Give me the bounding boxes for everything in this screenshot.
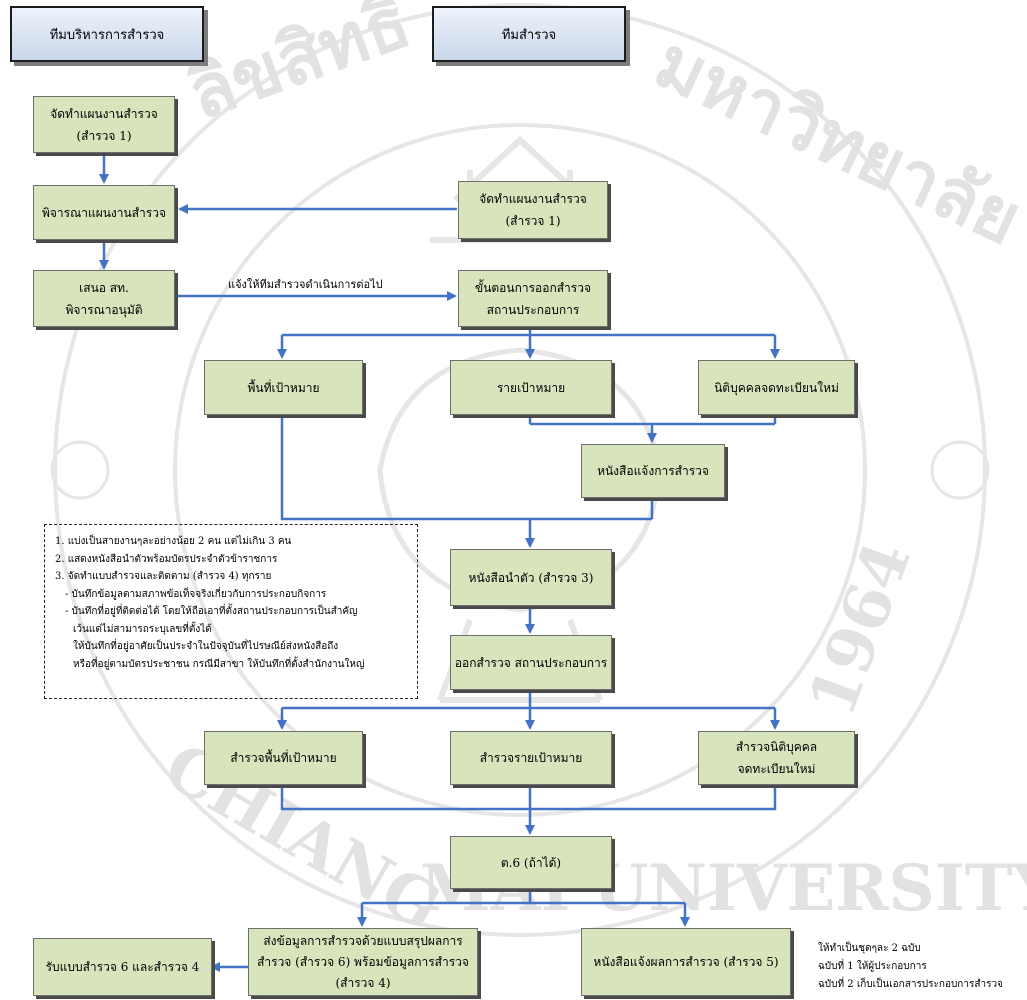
note-line: 1. แบ่งเป็นสายงานๆละอย่างน้อย 2 คน แต่ไม… bbox=[55, 536, 292, 547]
box-result-letter: หนังสือแจ้งผลการสำรวจ (สำรวจ 5) bbox=[581, 928, 791, 996]
copies-line: ให้ทำเป็นชุดๆละ 2 ฉบับ bbox=[818, 943, 921, 954]
box-consider-plan: พิจารณาแผนงานสำรวจ bbox=[33, 185, 175, 240]
box-survey-list: สำรวจรายเป้าหมาย bbox=[450, 731, 612, 785]
header-admin-team-label: ทีมบริหารการสำรวจ bbox=[49, 27, 165, 43]
box-line: หนังสือนำตัว (สำรวจ 3) bbox=[468, 570, 594, 585]
box-plan-right: จัดทำแผนงานสำรวจ (สำรวจ 1) bbox=[458, 181, 608, 239]
box-line: ขั้นตอนการออกสำรวจ bbox=[474, 280, 591, 295]
label-notify-team: แจ้งให้ทีมสำรวจดำเนินการต่อไป bbox=[228, 278, 383, 291]
note-line: 3. จัดทำแบบสำรวจและติดตาม (สำรวจ 4) ทุกร… bbox=[55, 571, 272, 582]
note-line: - บันทึกที่อยู่ที่ติดต่อได้ โดยให้ถือเอา… bbox=[65, 606, 358, 617]
box-line: พิจารณาแผนงานสำรวจ bbox=[41, 205, 167, 220]
box-line: จัดทำแผนงานสำรวจ bbox=[50, 106, 158, 121]
box-line: จัดทำแผนงานสำรวจ bbox=[479, 192, 587, 206]
header-admin-team: ทีมบริหารการสำรวจ bbox=[10, 6, 204, 62]
box-line: สำรวจพื้นที่เป้าหมาย bbox=[230, 751, 337, 765]
box-t6: ต.6 (ถ้าได้) bbox=[450, 836, 612, 889]
box-survey-juristic: สำรวจนิติบุคคล จดทะเบียนใหม่ bbox=[698, 731, 855, 785]
box-new-juristic: นิติบุคคลจดทะเบียนใหม่ bbox=[698, 360, 855, 415]
copies-line: ฉบับที่ 1 ให้ผู้ประกอบการ bbox=[818, 961, 927, 972]
box-line: สำรวจรายเป้าหมาย bbox=[479, 751, 583, 765]
note-line: หรือที่อยู่ตามบัตรประชาชน กรณีมีสาขา ให้… bbox=[73, 658, 365, 670]
box-plan-left: จัดทำแผนงานสำรวจ (สำรวจ 1) bbox=[33, 96, 175, 153]
box-line: สถานประกอบการ bbox=[486, 302, 580, 317]
box-line: สำรวจนิติบุคคล bbox=[735, 740, 818, 754]
box-notice-letter: หนังสือแจ้งการสำรวจ bbox=[581, 444, 725, 498]
box-line: ออกสำรวจ สถานประกอบการ bbox=[454, 655, 608, 670]
box-line: ส่งข้อมูลการสำรวจด้วยแบบสรุปผลการ bbox=[263, 933, 463, 948]
box-intro-letter: หนังสือนำตัว (สำรวจ 3) bbox=[450, 549, 612, 606]
box-line: เสนอ สท. bbox=[79, 280, 129, 295]
box-survey-area: สำรวจพื้นที่เป้าหมาย bbox=[204, 731, 363, 785]
note-line: ให้บันทึกที่อยู่อาศัยเป็นประจำในปัจจุบัน… bbox=[73, 641, 339, 652]
box-line: รับแบบสำรวจ 6 และสำรวจ 4 bbox=[45, 960, 200, 974]
header-survey-team: ทีมสำรวจ bbox=[432, 6, 626, 62]
box-line: (สำรวจ 1) bbox=[76, 128, 132, 143]
box-line: สำรวจ (สำรวจ 6) พร้อมข้อมูลการสำรวจ bbox=[257, 954, 469, 969]
instructions-note: 1. แบ่งเป็นสายงานๆละอย่างน้อย 2 คน แต่ไม… bbox=[44, 524, 418, 699]
box-line: จดทะเบียนใหม่ bbox=[737, 762, 816, 776]
box-line: พิจารณาอนุมัติ bbox=[65, 302, 143, 317]
box-go-survey: ออกสำรวจ สถานประกอบการ bbox=[450, 635, 612, 690]
note-line: เว้นแต่ไม่สามารถระบุเลขที่ตั้งได้ bbox=[73, 623, 212, 635]
box-line: (สำรวจ 4) bbox=[335, 975, 391, 990]
copies-note: ให้ทำเป็นชุดๆละ 2 ฉบับ ฉบับที่ 1 ให้ผู้ป… bbox=[818, 940, 1003, 994]
note-line: - บันทึกข้อมูลตามสภาพข้อเท็จจริงเกี่ยวกั… bbox=[65, 588, 327, 600]
box-send-data: ส่งข้อมูลการสำรวจด้วยแบบสรุปผลการ สำรวจ … bbox=[248, 928, 478, 996]
box-propose: เสนอ สท. พิจารณาอนุมัติ bbox=[33, 270, 175, 327]
box-target-list: รายเป้าหมาย bbox=[450, 360, 612, 415]
header-survey-team-label: ทีมสำรวจ bbox=[501, 27, 557, 43]
box-target-area: พื้นที่เป้าหมาย bbox=[204, 360, 363, 415]
box-line: หนังสือแจ้งผลการสำรวจ (สำรวจ 5) bbox=[593, 955, 779, 969]
copies-line: ฉบับที่ 2 เก็บเป็นเอกสารประกอบการสำรวจ bbox=[818, 979, 1003, 990]
note-line: 2. แสดงหนังสือนำตัวพร้อมบัตรประจำตัวข้าร… bbox=[55, 553, 278, 565]
box-line: รายเป้าหมาย bbox=[496, 380, 566, 395]
box-line: (สำรวจ 1) bbox=[505, 214, 561, 228]
box-line: หนังสือแจ้งการสำรวจ bbox=[597, 464, 709, 478]
box-receive-forms: รับแบบสำรวจ 6 และสำรวจ 4 bbox=[33, 938, 212, 996]
box-line: พื้นที่เป้าหมาย bbox=[247, 380, 320, 395]
box-line: ต.6 (ถ้าได้) bbox=[500, 855, 562, 870]
box-procedure: ขั้นตอนการออกสำรวจ สถานประกอบการ bbox=[458, 270, 608, 327]
box-line: นิติบุคคลจดทะเบียนใหม่ bbox=[714, 380, 839, 395]
